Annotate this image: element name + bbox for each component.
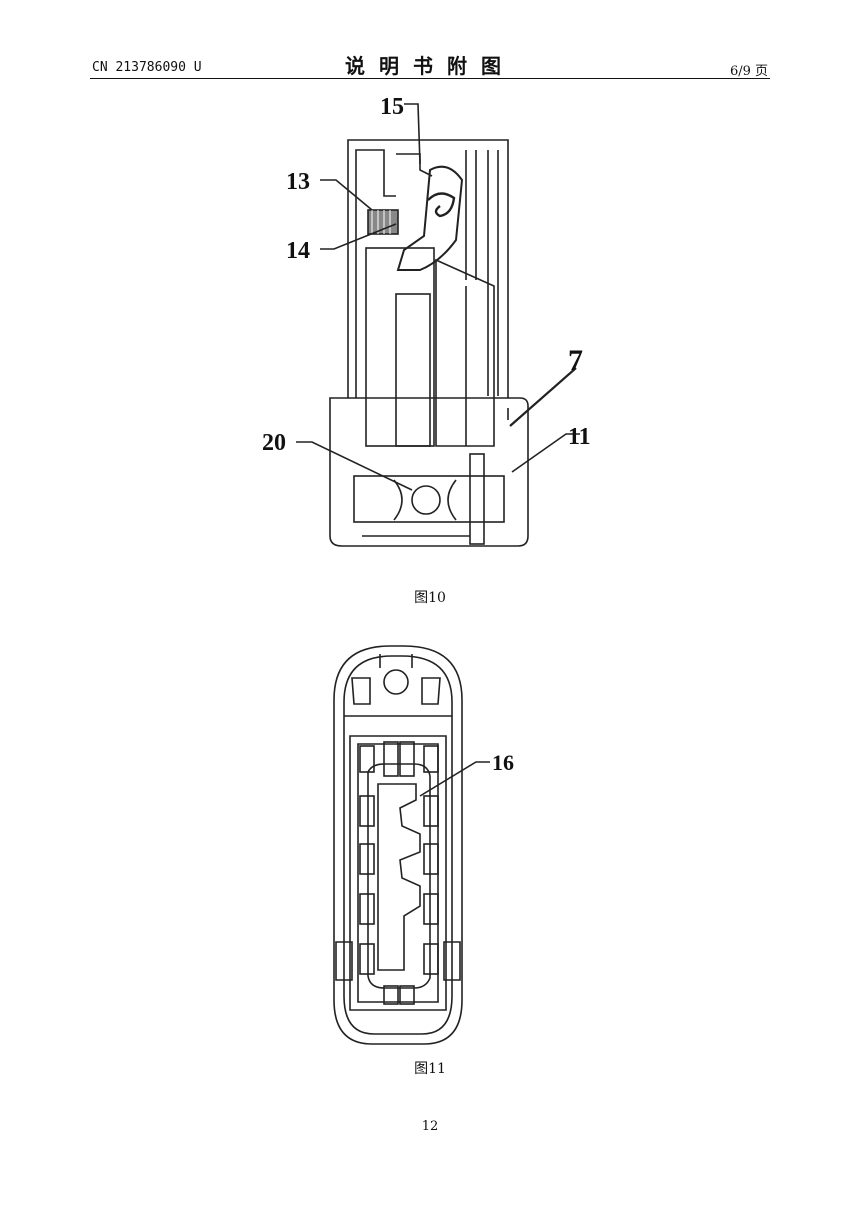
section-title: 说明书附图: [345, 54, 515, 78]
fig11-outer-shell: [333, 645, 463, 1045]
fig10-label-7: 7: [568, 344, 583, 377]
fig10-pivot-20: [411, 485, 441, 515]
fig10-slider-right: [435, 258, 495, 447]
fig10-label-11: 11: [568, 424, 591, 450]
header-rule: [90, 78, 770, 79]
figure-10-drawing: 15 13 14 7 11 20: [262, 94, 591, 547]
fig11-slot-16: [377, 783, 421, 971]
page-number: 12: [421, 1119, 439, 1134]
fig11-inner-frame: [349, 735, 447, 1011]
figure-10-caption: 图10: [414, 590, 446, 606]
fig10-label-20: 20: [262, 430, 286, 456]
fig10-hook-15: [396, 165, 464, 271]
figure-11-caption: 图11: [414, 1061, 446, 1077]
fig11-top-hole: [383, 669, 409, 695]
fig10-label-13: 13: [286, 169, 310, 195]
fig10-lower-housing: [329, 397, 529, 547]
fig10-inner-wall: [355, 149, 396, 398]
fig10-label-15: 15: [380, 94, 404, 120]
fig10-label-14: 14: [286, 238, 310, 264]
document-number: CN 213786090 U: [92, 60, 202, 75]
fig11-label-16: 16: [492, 750, 514, 775]
page-indicator: 6/9 页: [729, 64, 768, 79]
fig10-upper-housing: [347, 139, 509, 398]
